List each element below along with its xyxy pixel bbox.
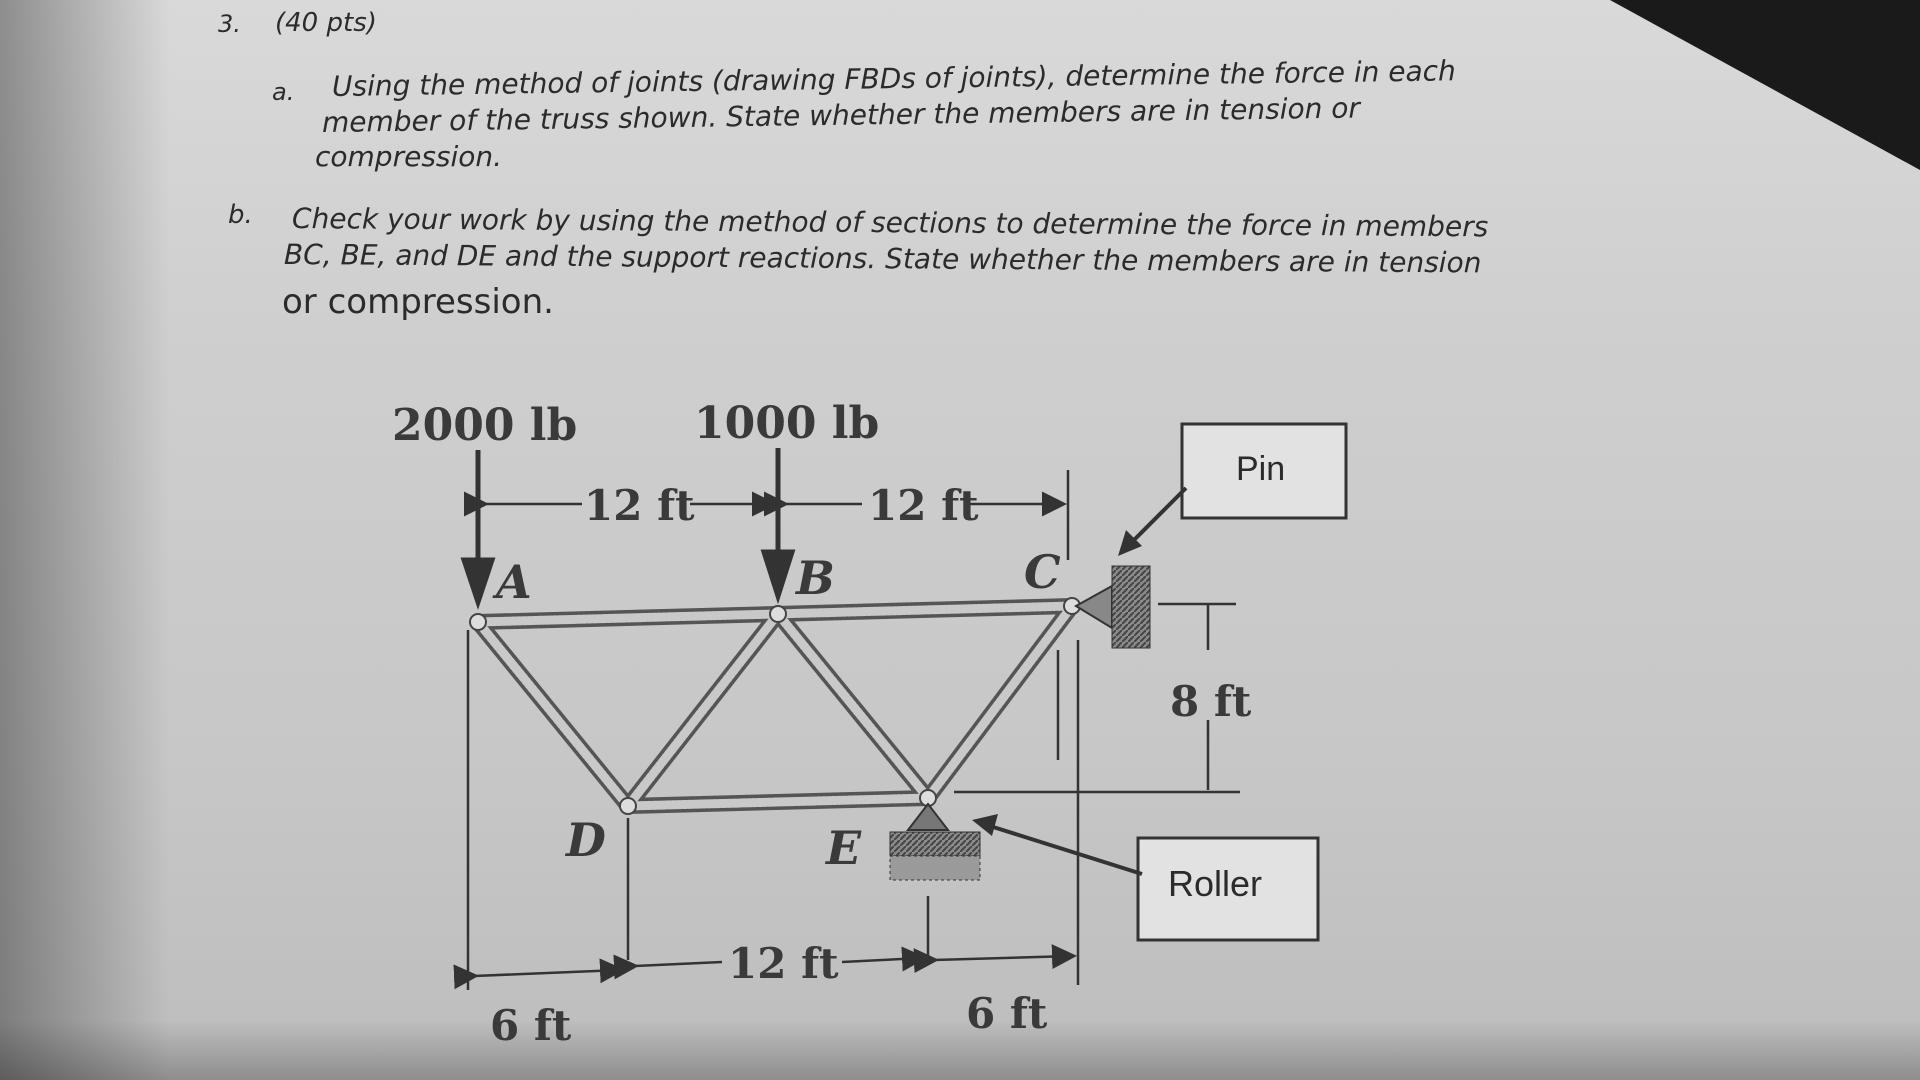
paper-shadow-left [0,0,170,1080]
joint-d-node [619,797,637,815]
problem-number: 3. [218,10,241,38]
joint-label-e: E [824,821,862,875]
joint-label-b: B [794,551,835,605]
callout-pin [1118,422,1348,556]
part-a-line-3: compression. [315,140,503,173]
dim-bottom-right: 6 ft [966,989,1048,1038]
dim-bottom-mid: 12 ft [728,939,839,988]
paper-shadow-bottom [0,1020,1920,1080]
truss-members [469,597,1081,815]
load-arrow-a-head [460,557,496,610]
joint-a-node [469,613,487,631]
callout-pin-label: Pin [1236,450,1285,488]
roller-support [889,802,981,881]
part-b-label: b. [228,200,253,230]
load-arrow-b-head [760,549,796,605]
callout-roller [972,814,1320,942]
part-b-line-3: or compression. [282,282,554,322]
joint-b-node [769,605,787,623]
dim-top-right: 12 ft [868,481,979,530]
joint-label-a: A [492,555,532,609]
problem-points: (40 pts) [275,8,377,38]
load-label-b: 1000 lb [694,398,879,449]
dim-bottom-left: 6 ft [490,1001,572,1050]
joint-label-d: D [564,813,606,867]
pin-support [1074,565,1151,649]
joint-label-c: C [1024,545,1061,599]
callout-roller-label: Roller [1168,863,1262,904]
dimension-lines [453,470,1240,990]
part-a-label: a. [272,78,295,106]
dim-top-left: 12 ft [584,481,695,530]
dim-height: 8 ft [1170,677,1252,726]
load-label-a: 2000 lb [392,400,577,451]
